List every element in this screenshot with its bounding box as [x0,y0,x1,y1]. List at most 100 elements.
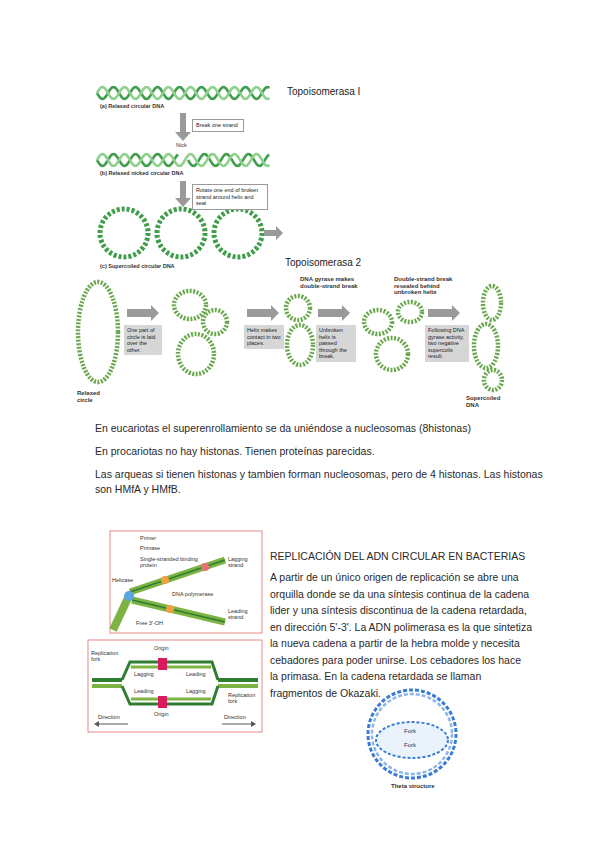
dna-loop [484,370,502,390]
part-label: Free 3'-OH [136,620,163,626]
part-label: Leading strand [228,608,260,620]
step-arrow [175,181,191,207]
body-text: En procariotas no hay histonas. Tienen p… [95,444,585,459]
dna-loop [178,334,214,374]
part-label: Helicase [112,577,133,583]
step-arrow [318,305,350,321]
step-text: Following DNA gyrase activity, two negat… [428,327,466,360]
step-box: Rotate one end of broken strand around h… [192,184,268,210]
figure-frame [88,640,262,732]
parent-duplex [218,684,258,688]
polymerase [161,576,169,584]
callout-text: Double-strand break resealed behind unbr… [394,276,460,296]
helicase [124,591,134,601]
leading-arm [132,600,225,622]
figure-caption: Theta structure [391,783,435,790]
daughter-duplex [122,662,218,680]
part-label: Fork [404,742,416,749]
body-text: A partir de un único origen de replicaci… [270,569,532,702]
dna-strand [97,87,270,99]
circular-dna [372,694,452,774]
step-box: Helix makes contact in two places. [244,325,284,349]
polymerase [166,605,174,613]
dna-loop [203,310,227,334]
step-arrow [264,226,283,240]
figure-caption: Supercoiled DNA [466,395,506,408]
figure-caption: (b) Relaxed nicked circular DNA [100,170,183,176]
part-label: Primer [140,535,156,541]
daughter-duplex [131,698,211,701]
body-text: Las arqueas si tienen histonas y tambien… [95,467,555,497]
step-text: One part of circle is laid over the othe… [127,327,159,353]
part-label: Replication fork [91,650,119,662]
parent-duplex [92,684,122,688]
part-label: Nick [176,142,187,148]
parent-duplex [113,598,128,630]
part-label: Lagging [186,688,206,694]
topo1-figure [97,87,283,257]
part-label: Primase [140,545,160,551]
origin-mark [158,658,167,670]
replication-bubble [376,722,448,758]
direction-arrow [96,724,128,725]
part-label: Origin [154,711,169,717]
supercoil-loop [157,209,205,257]
part-label: Fork [404,728,416,735]
dna-loop [474,324,498,368]
part-label: Leading [186,671,206,677]
origin-mark [158,696,167,708]
fork-figure [110,531,262,633]
part-label: Origin [154,645,169,651]
parent-duplex [92,678,122,682]
part-label: Lagging strand [228,556,260,568]
part-label: Single-stranded binding protein [140,556,198,568]
direction-arrow [222,724,254,725]
step-box: Following DNA gyrase activity, two negat… [425,325,469,362]
callout-text: DNA gyrase makes double-strand break [300,276,362,289]
arrowhead [251,721,256,727]
step-text: Helix makes contact in two places. [247,327,281,347]
daughter-duplex [131,666,211,669]
figure-caption: (c) Supercoiled circular DNA [100,263,175,269]
step-text: Unbroken helix is passed through the bre… [319,327,353,360]
step-text: Break one strand [196,122,240,129]
step-arrow [428,305,460,321]
section-heading: REPLICACIÓN DEL ADN CIRCULAR EN BACTERIA… [270,549,525,564]
part-label: Direction [224,714,246,720]
dna-loop [398,302,422,322]
figure-caption: Relaxed circle [77,390,117,403]
topo2-figure [78,282,502,390]
supercoil-loop [100,209,148,257]
supercoil-loop [214,209,262,257]
parent-duplex [218,678,258,682]
theta-figure [368,690,456,778]
dna-loop [174,291,206,319]
step-box: Unbroken helix is passed through the bre… [316,325,356,362]
dna-loop [483,286,501,320]
relaxed-circle [78,282,118,382]
part-label: Direction [98,714,120,720]
primase [201,563,209,571]
figure-caption: (a) Relaxed circular DNA [100,103,164,109]
leading-arm [132,600,225,622]
figure-heading: Topoisomerasa 2 [285,257,361,269]
step-box: Break one strand [192,119,244,132]
part-label: Lagging [134,671,154,677]
arrowhead [94,721,99,727]
part-label: Replication fork [228,692,258,704]
body-text: En eucariotas el superenrollamiento se d… [95,421,585,436]
dna-strand [97,154,270,166]
step-arrow [127,305,159,321]
dna-loop [286,296,310,320]
dna-strand [97,87,270,99]
step-arrow [175,113,191,141]
part-label: Leading [134,688,154,694]
dna-loop [364,310,392,334]
dna-loop [287,325,313,365]
step-text: Rotate one end of broken strand around h… [196,187,264,207]
circular-dna [368,690,456,778]
step-arrow [247,305,279,321]
figure-heading: Topoisomerasa I [287,86,360,98]
dna-loop [376,338,408,370]
